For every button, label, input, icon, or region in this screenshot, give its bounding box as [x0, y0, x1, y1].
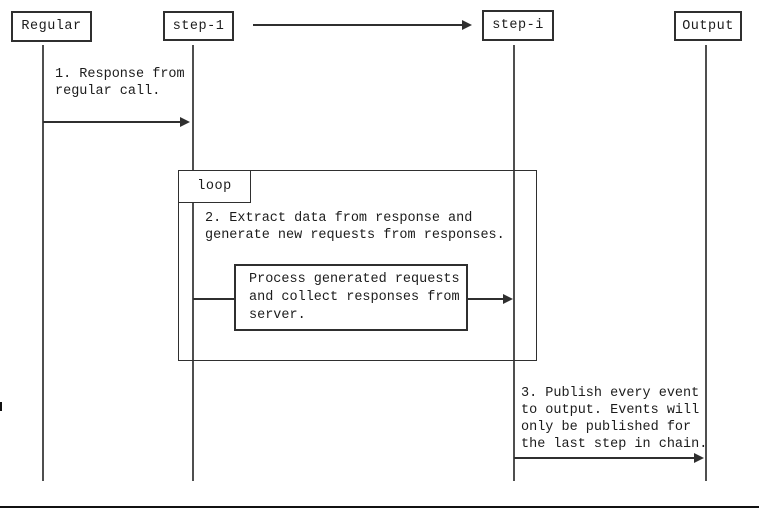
message-2-text: 2. Extract data from response and genera… — [205, 211, 505, 243]
lifeline-step-i — [513, 45, 515, 481]
lifeline-regular — [42, 45, 44, 481]
process-connector-arrowhead-icon — [503, 294, 513, 304]
process-connector-left-line — [193, 298, 234, 300]
participant-label-step-1: step-1 — [172, 18, 225, 34]
message-1-text: 1. Response from regular call. — [55, 67, 185, 99]
lifeline-output — [705, 45, 707, 481]
participant-label-output: Output — [682, 18, 734, 34]
participant-box-output: Output — [674, 11, 742, 41]
chain-arrowhead-icon — [462, 20, 472, 30]
lifeline-step-1 — [192, 45, 194, 481]
loop-fragment-label: loop — [178, 170, 251, 203]
process-connector-right-line — [468, 298, 504, 300]
participant-label-step-i: step-i — [492, 18, 544, 33]
bottom-edge-line-artifact — [0, 506, 759, 508]
message-3-arrow-line — [514, 457, 696, 459]
message-3-text: 3. Publish every event to output. Events… — [521, 386, 708, 452]
message-1-arrowhead-icon — [180, 117, 190, 127]
left-edge-tick-artifact — [0, 402, 2, 411]
participant-label-regular: Regular — [21, 19, 82, 34]
loop-label-text: loop — [197, 179, 232, 194]
process-requests-box: Process generated requests and collect r… — [234, 264, 468, 331]
message-3-arrowhead-icon — [694, 453, 704, 463]
participant-box-step-1: step-1 — [163, 11, 234, 41]
chain-arrow-line — [253, 24, 466, 26]
participant-box-regular: Regular — [11, 11, 92, 42]
loop-fragment-frame — [178, 170, 537, 361]
participant-box-step-i: step-i — [482, 10, 554, 41]
message-1-arrow-line — [43, 121, 182, 123]
